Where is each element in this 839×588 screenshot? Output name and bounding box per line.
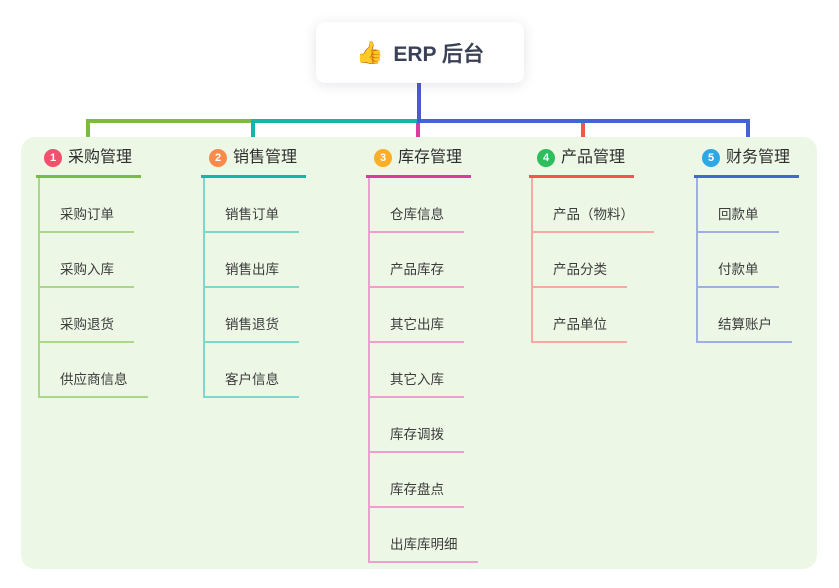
child-node[interactable]: 采购订单 (40, 178, 134, 233)
branch-label: 财务管理 (726, 149, 791, 166)
child-node[interactable]: 产品单位 (533, 288, 627, 343)
child-node[interactable]: 产品（物料） (533, 178, 654, 233)
branch-label: 采购管理 (68, 149, 133, 166)
child-node[interactable]: 仓库信息 (370, 178, 464, 233)
connector-product-stub (581, 121, 585, 147)
child-node[interactable]: 付款单 (698, 233, 779, 288)
child-node[interactable]: 其它入库 (370, 343, 464, 398)
child-node[interactable]: 库存调拨 (370, 398, 464, 453)
branch-number-badge: 1 (44, 149, 62, 167)
child-node[interactable]: 库存盘点 (370, 453, 464, 508)
connector-inventory-stub (416, 121, 420, 147)
branch-purchase-title[interactable]: 1 采购管理 (36, 148, 142, 178)
branch-label: 产品管理 (561, 149, 626, 166)
child-node[interactable]: 回款单 (698, 178, 779, 233)
child-node[interactable]: 客户信息 (205, 343, 299, 398)
branch-number-badge: 5 (702, 149, 720, 167)
connector-purchase-horizontal (86, 119, 255, 123)
branch-sales: 2 销售管理 销售订单 销售出库 销售退货 客户信息 (201, 148, 307, 398)
branch-inventory-children: 仓库信息 产品库存 其它出库 其它入库 库存调拨 库存盘点 出库库明细 (368, 178, 478, 563)
branch-sales-title[interactable]: 2 销售管理 (201, 148, 307, 178)
child-node[interactable]: 出库库明细 (370, 508, 478, 563)
root-node-label: ERP 后台 (393, 42, 485, 66)
branch-finance: 5 财务管理 回款单 付款单 结算账户 (694, 148, 800, 343)
branch-number-badge: 2 (209, 149, 227, 167)
branch-number-badge: 4 (537, 149, 555, 167)
child-node[interactable]: 产品库存 (370, 233, 464, 288)
child-node[interactable]: 采购退货 (40, 288, 134, 343)
connector-finance-horizontal (417, 119, 750, 123)
child-node[interactable]: 销售退货 (205, 288, 299, 343)
child-node[interactable]: 产品分类 (533, 233, 627, 288)
branch-purchase: 1 采购管理 采购订单 采购入库 采购退货 供应商信息 (36, 148, 148, 398)
root-node[interactable]: 👍 ERP 后台 (316, 22, 524, 83)
connector-finance-stub (746, 119, 750, 147)
thumbs-up-icon: 👍 (355, 39, 384, 65)
branch-product-title[interactable]: 4 产品管理 (529, 148, 635, 178)
branch-finance-children: 回款单 付款单 结算账户 (696, 178, 792, 343)
connector-root-vertical (417, 83, 421, 123)
child-node[interactable]: 销售出库 (205, 233, 299, 288)
connector-sales-horizontal (251, 119, 419, 123)
child-node[interactable]: 采购入库 (40, 233, 134, 288)
branch-number-badge: 3 (374, 149, 392, 167)
child-node[interactable]: 供应商信息 (40, 343, 148, 398)
connector-sales-stub (251, 119, 255, 147)
branch-product: 4 产品管理 产品（物料） 产品分类 产品单位 (529, 148, 654, 343)
child-node[interactable]: 其它出库 (370, 288, 464, 343)
branch-product-children: 产品（物料） 产品分类 产品单位 (531, 178, 654, 343)
branch-inventory: 3 库存管理 仓库信息 产品库存 其它出库 其它入库 库存调拨 库存盘点 出库库… (366, 148, 478, 563)
branch-label: 销售管理 (233, 149, 298, 166)
branch-purchase-children: 采购订单 采购入库 采购退货 供应商信息 (38, 178, 148, 398)
branch-finance-title[interactable]: 5 财务管理 (694, 148, 800, 178)
branch-sales-children: 销售订单 销售出库 销售退货 客户信息 (203, 178, 299, 398)
child-node[interactable]: 销售订单 (205, 178, 299, 233)
branches-panel: 1 采购管理 采购订单 采购入库 采购退货 供应商信息 2 销售管理 销售订单 … (21, 137, 817, 569)
branch-label: 库存管理 (398, 149, 463, 166)
child-node[interactable]: 结算账户 (698, 288, 792, 343)
branch-inventory-title[interactable]: 3 库存管理 (366, 148, 472, 178)
connector-purchase-stub (86, 119, 90, 147)
